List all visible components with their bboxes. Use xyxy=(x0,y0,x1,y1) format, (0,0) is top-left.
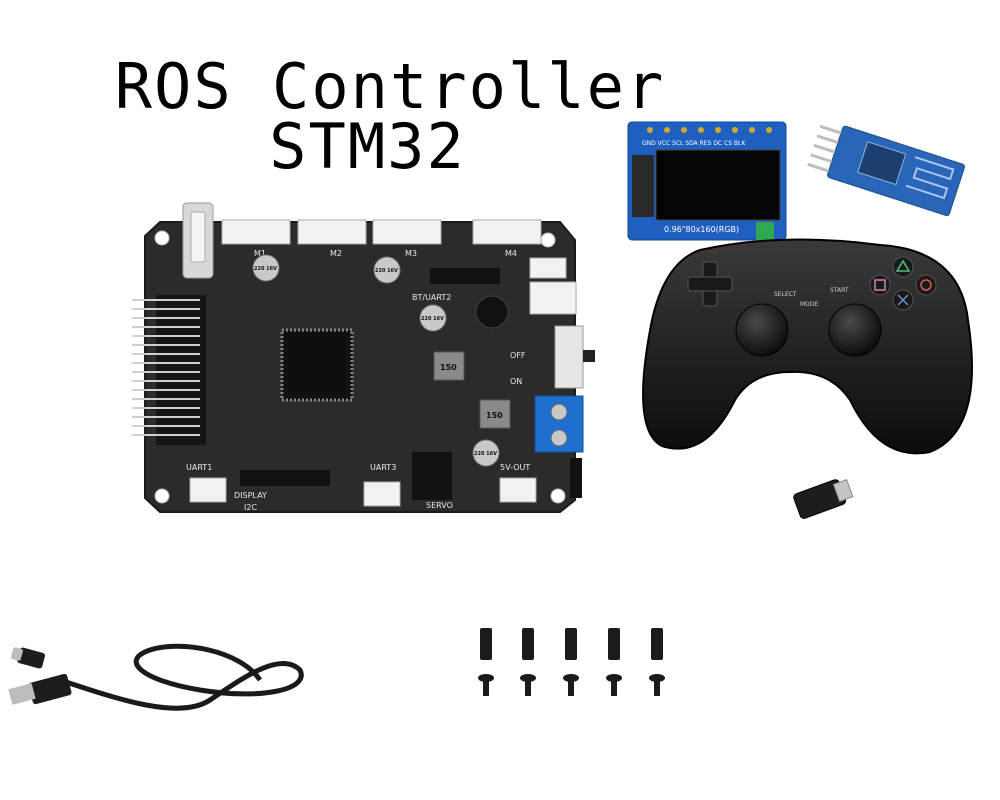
lcd-pin-labels: GND VCC SCL SDA RES DC CS BLK xyxy=(642,140,746,147)
label-off: OFF xyxy=(510,351,526,360)
left-thumbstick xyxy=(735,303,789,357)
label-bt-uart2: BT/UART2 xyxy=(412,293,451,302)
circle-icon xyxy=(920,279,932,291)
capacitor-4-label: 220 16V xyxy=(474,451,497,457)
motor-label-m1: M1 xyxy=(254,249,266,258)
mode-button-label: MODE xyxy=(800,301,819,308)
inductor-2-label: 150 xyxy=(486,411,503,420)
triangle-icon xyxy=(895,259,911,272)
capacitor-1-label: 220 16V xyxy=(254,266,277,272)
gpio-pin-header xyxy=(132,295,206,445)
start-button-label: START xyxy=(830,287,849,294)
mounting-hardware xyxy=(478,628,665,696)
label-uart1: UART1 xyxy=(186,463,212,472)
stm32-mcu-chip xyxy=(280,328,354,402)
capacitor-3-label: 220 16V xyxy=(421,316,444,322)
lcd-display-module: GND VCC SCL SDA RES DC CS BLK 0.96"80x16… xyxy=(627,121,787,244)
product-title-line-1: ROS Controller xyxy=(114,50,666,123)
label-on: ON xyxy=(510,377,522,386)
product-title-line-2: STM32 xyxy=(269,110,466,183)
label-servo: SERVO xyxy=(426,501,453,510)
label-uart3: UART3 xyxy=(370,463,396,472)
motor-label-m3: M3 xyxy=(405,249,417,258)
cross-icon xyxy=(897,294,909,306)
lcd-spec-label: 0.96"80x160(RGB) xyxy=(664,225,739,234)
bluetooth-module xyxy=(807,124,965,217)
stm32-controller-board: M1 M2 M3 M4 22 xyxy=(132,202,595,513)
wireless-gamepad: SELECT MODE START xyxy=(642,238,974,455)
power-terminal-block xyxy=(534,395,584,453)
inductors: 150 150 xyxy=(433,351,511,429)
motor-headers: M1 M2 M3 M4 xyxy=(221,219,542,258)
right-thumbstick xyxy=(828,303,882,357)
motor-label-m4: M4 xyxy=(505,249,517,258)
square-icon xyxy=(874,279,886,291)
usb-receiver-dongle xyxy=(793,479,854,519)
inductor-1-label: 150 xyxy=(440,363,457,372)
power-switch: OFF ON xyxy=(510,325,595,389)
screws xyxy=(478,674,665,696)
face-buttons xyxy=(869,256,937,311)
buzzer xyxy=(475,295,509,329)
capacitors: 220 16V 220 16V 220 16V 220 16V xyxy=(252,254,500,467)
motor-label-m2: M2 xyxy=(330,249,342,258)
capacitor-2-label: 220 16V xyxy=(375,268,398,274)
label-display: DISPLAY xyxy=(234,491,267,500)
usb-cable xyxy=(8,643,304,711)
standoffs xyxy=(480,628,663,660)
label-5v-out: 5V-OUT xyxy=(500,463,530,472)
select-button-label: SELECT xyxy=(774,291,797,298)
label-i2c: I2C xyxy=(244,503,257,512)
dpad-icon xyxy=(687,261,733,307)
